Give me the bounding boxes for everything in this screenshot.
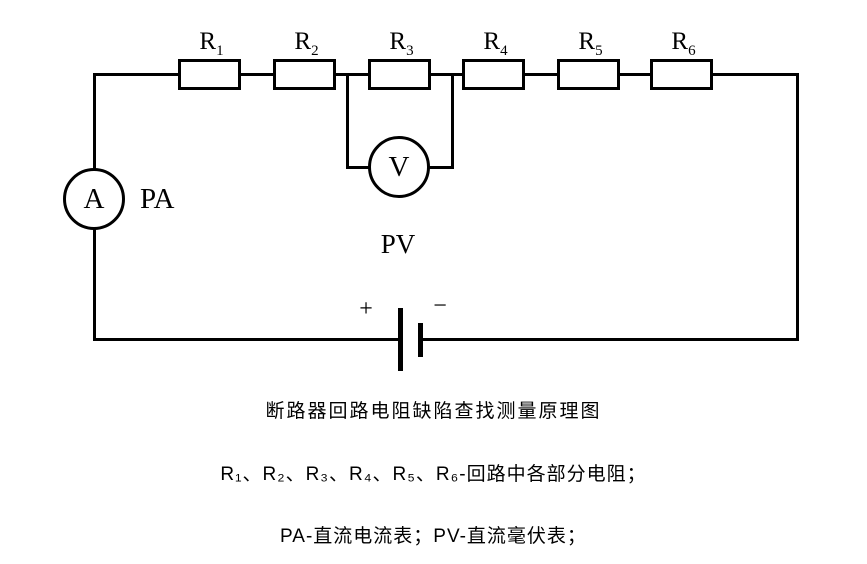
- resistor-label-r6: R6: [671, 28, 696, 59]
- resistor-r3: [368, 59, 431, 90]
- voltmeter-symbol: V: [368, 136, 430, 198]
- resistor-r4: [462, 59, 525, 90]
- right-wire: [796, 73, 799, 341]
- bottom-wire-left: [93, 338, 400, 341]
- resistor-label-r4: R4: [483, 28, 508, 59]
- voltmeter-letter: V: [388, 150, 410, 183]
- battery-minus-sign: −: [433, 293, 447, 319]
- voltmeter-label: PV: [380, 229, 416, 259]
- legend-meters: PA-直流电流表；PV-直流毫伏表；: [280, 526, 587, 547]
- resistor-label-r2: R2: [294, 28, 319, 59]
- ammeter-letter: A: [83, 182, 105, 215]
- battery-positive-plate: [398, 308, 403, 371]
- resistor-label-r3: R3: [389, 28, 414, 59]
- resistor-r2: [273, 59, 336, 90]
- battery-negative-plate: [418, 323, 423, 357]
- resistor-label-r5: R5: [578, 28, 603, 59]
- resistor-label-r1: R1: [199, 28, 224, 59]
- legend-resistors: R₁、R₂、R₃、R₄、R₅、R₆-回路中各部分电阻；: [220, 464, 647, 485]
- voltmeter-tap-right-wire: [451, 73, 454, 169]
- ammeter-symbol: A: [63, 168, 125, 230]
- ammeter-label: PA: [140, 183, 175, 215]
- diagram-title: 断路器回路电阻缺陷查找测量原理图: [265, 401, 602, 422]
- top-wire: [93, 73, 799, 76]
- resistor-r5: [557, 59, 620, 90]
- resistor-r6: [650, 59, 713, 90]
- voltmeter-tap-left-wire: [346, 73, 349, 169]
- resistor-r1: [178, 59, 241, 90]
- battery-plus-sign: +: [359, 296, 373, 322]
- bottom-wire-right: [422, 338, 799, 341]
